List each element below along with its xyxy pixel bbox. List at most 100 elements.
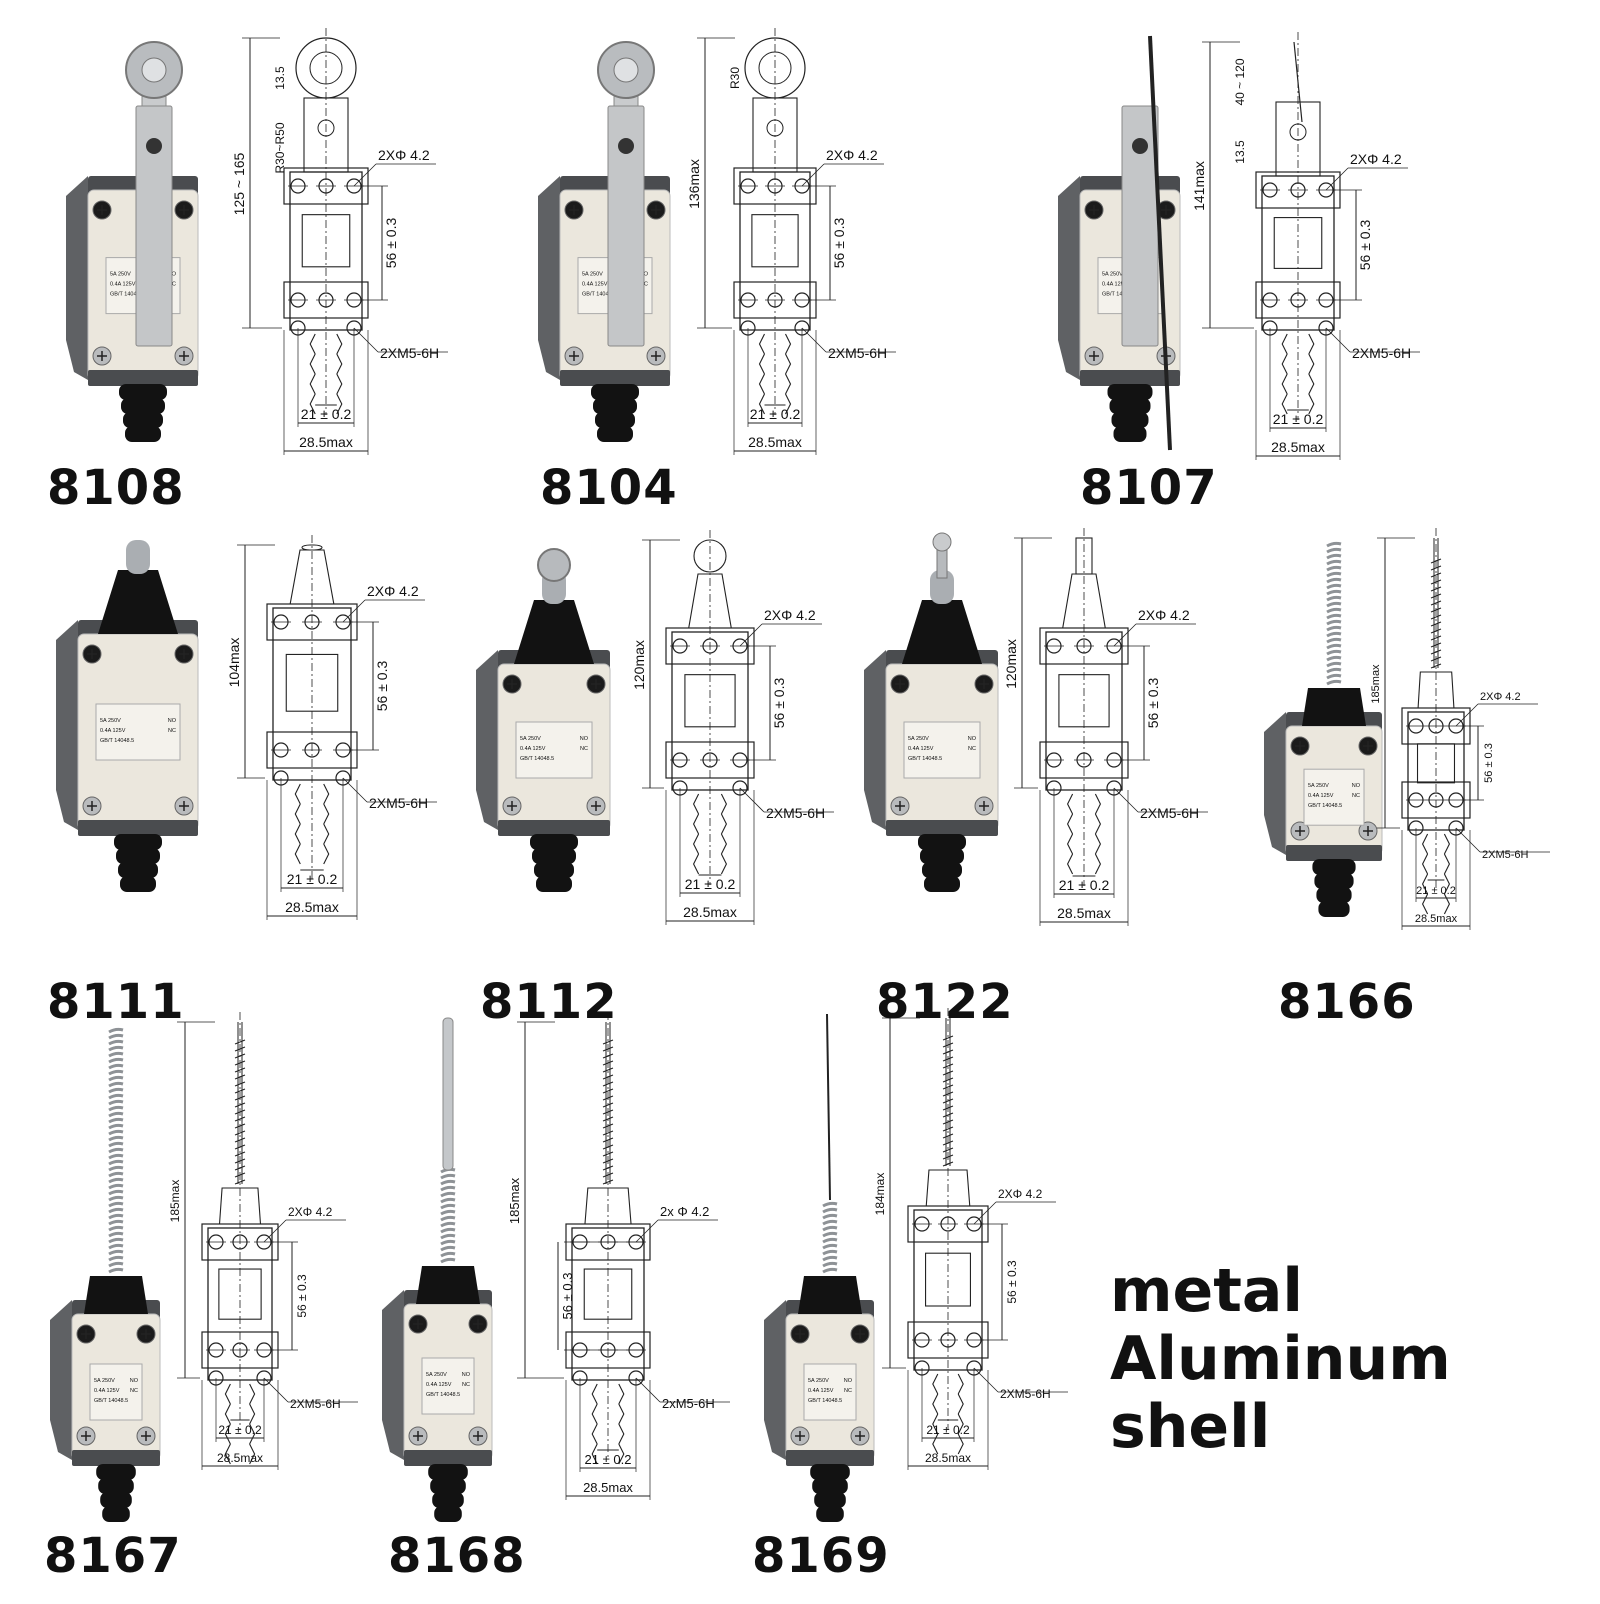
dim-height-8166: 185max: [1370, 664, 1382, 704]
dim-56-8166: 56 ± 0.3: [1483, 743, 1495, 783]
dim-height-8168: 185max: [507, 1177, 522, 1224]
dim-width-8107: 28.5max: [1271, 439, 1325, 455]
dim-56-8122: 56 ± 0.3: [1145, 678, 1161, 729]
dim-thread-8168: 2xM5-6H: [662, 1396, 715, 1411]
svg-text:0.4A 125V: 0.4A 125V: [520, 746, 546, 752]
svg-text:0.4A 125V: 0.4A 125V: [908, 746, 934, 752]
dim-height-8169: 184max: [873, 1173, 887, 1216]
svg-text:GB/T 14048.5: GB/T 14048.5: [110, 292, 144, 298]
model-label-8122: 8122: [876, 974, 1014, 1030]
dim-width-8104: 28.5max: [748, 434, 802, 450]
dim-56-8107: 56 ± 0.3: [1357, 220, 1373, 271]
svg-text:0.4A 125V: 0.4A 125V: [1308, 793, 1334, 799]
svg-text:NC: NC: [1352, 793, 1360, 799]
svg-text:5A 250V: 5A 250V: [94, 1378, 115, 1384]
svg-text:NO: NO: [580, 736, 589, 742]
dim-holes-8111: 2XΦ 4.2: [367, 583, 419, 599]
svg-text:GB/T 14048.5: GB/T 14048.5: [582, 292, 616, 298]
dim-width-8112: 28.5max: [683, 904, 737, 920]
model-label-8111: 8111: [47, 974, 185, 1030]
dim-thread-8112: 2XM5-6H: [766, 805, 825, 821]
svg-text:5A 250V: 5A 250V: [1102, 272, 1123, 278]
svg-text:GB/T 14048.5: GB/T 14048.5: [1308, 803, 1342, 809]
dim-21-8168: 21 ± 0.2: [585, 1452, 632, 1467]
svg-text:5A 250V: 5A 250V: [520, 736, 541, 742]
dim-thread-8107: 2XM5-6H: [1352, 345, 1411, 361]
svg-text:0.4A 125V: 0.4A 125V: [100, 728, 126, 734]
dim-width-8169: 28.5max: [925, 1451, 971, 1465]
dim-21-8167: 21 ± 0.2: [218, 1423, 262, 1437]
dim-extra-8108-1: R30~R50: [273, 122, 287, 173]
dim-height-8111: 104max: [226, 638, 242, 688]
svg-text:0.4A 125V: 0.4A 125V: [94, 1388, 120, 1394]
svg-text:NO: NO: [1352, 783, 1361, 789]
svg-text:0.4A 125V: 0.4A 125V: [582, 282, 608, 288]
dim-56-8111: 56 ± 0.3: [374, 661, 390, 712]
dim-holes-8122: 2XΦ 4.2: [1138, 607, 1190, 623]
svg-text:NC: NC: [462, 1382, 470, 1388]
dim-56-8168: 56 ± 0.3: [560, 1273, 575, 1320]
tech-drawing-8166: 185max 56 ± 0.3 2XΦ 4.2 2XM5-6H 21 ± 0.2 28.5…: [1370, 528, 1550, 930]
dim-thread-8122: 2XM5-6H: [1140, 805, 1199, 821]
svg-text:GB/T 14048.5: GB/T 14048.5: [808, 1398, 842, 1404]
dim-21-8166: 21 ± 0.2: [1416, 885, 1456, 897]
svg-text:NO: NO: [130, 1378, 139, 1384]
dim-holes-8104: 2XΦ 4.2: [826, 147, 878, 163]
dim-21-8112: 21 ± 0.2: [685, 876, 736, 892]
dim-height-8104: 136max: [686, 159, 702, 209]
model-label-8169: 8169: [752, 1528, 890, 1584]
svg-text:NC: NC: [168, 728, 176, 734]
dim-holes-8167: 2XΦ 4.2: [288, 1205, 333, 1219]
dim-holes-8108: 2XΦ 4.2: [378, 147, 430, 163]
svg-text:5A 250V: 5A 250V: [582, 272, 603, 278]
dim-thread-8167: 2XM5-6H: [290, 1397, 341, 1411]
svg-text:GB/T 14048.5: GB/T 14048.5: [426, 1392, 460, 1398]
dim-56-8104: 56 ± 0.3: [831, 218, 847, 269]
dim-holes-8166: 2XΦ 4.2: [1480, 691, 1521, 703]
dim-width-8168: 28.5max: [583, 1480, 633, 1495]
dim-width-8111: 28.5max: [285, 899, 339, 915]
dim-21-8107: 21 ± 0.2: [1273, 411, 1324, 427]
switch-photo-8168: 5A 250V 0.4A 125V GB/T 14048.5 NO NC: [382, 1017, 493, 1522]
dim-thread-8104: 2XM5-6H: [828, 345, 887, 361]
shell-text-line2: Aluminum shell: [1110, 1323, 1451, 1462]
dim-width-8167: 28.5max: [217, 1451, 263, 1465]
dim-56-8169: 56 ± 0.3: [1005, 1260, 1019, 1304]
svg-text:0.4A 125V: 0.4A 125V: [110, 282, 136, 288]
dim-thread-8169: 2XM5-6H: [1000, 1387, 1051, 1401]
dim-width-8166: 28.5max: [1415, 913, 1458, 925]
svg-text:5A 250V: 5A 250V: [808, 1378, 829, 1384]
dim-height-8167: 185max: [168, 1180, 182, 1223]
dim-thread-8108: 2XM5-6H: [380, 345, 439, 361]
model-label-8104: 8104: [540, 460, 678, 516]
dim-thread-8166: 2XM5-6H: [1482, 849, 1529, 861]
svg-text:0.4A 125V: 0.4A 125V: [1102, 282, 1128, 288]
svg-text:NC: NC: [844, 1388, 852, 1394]
dim-width-8122: 28.5max: [1057, 905, 1111, 921]
dim-extra-8107-0: 40 ~ 120: [1233, 58, 1247, 105]
svg-text:0.4A 125V: 0.4A 125V: [808, 1388, 834, 1394]
svg-text:NO: NO: [462, 1372, 471, 1378]
dim-width-8108: 28.5max: [299, 434, 353, 450]
dim-21-8108: 21 ± 0.2: [301, 406, 352, 422]
svg-text:0.4A 125V: 0.4A 125V: [426, 1382, 452, 1388]
svg-text:5A 250V: 5A 250V: [426, 1372, 447, 1378]
dim-56-8112: 56 ± 0.3: [771, 678, 787, 729]
dim-height-8112: 120max: [631, 640, 647, 690]
model-label-8167: 8167: [44, 1528, 182, 1584]
